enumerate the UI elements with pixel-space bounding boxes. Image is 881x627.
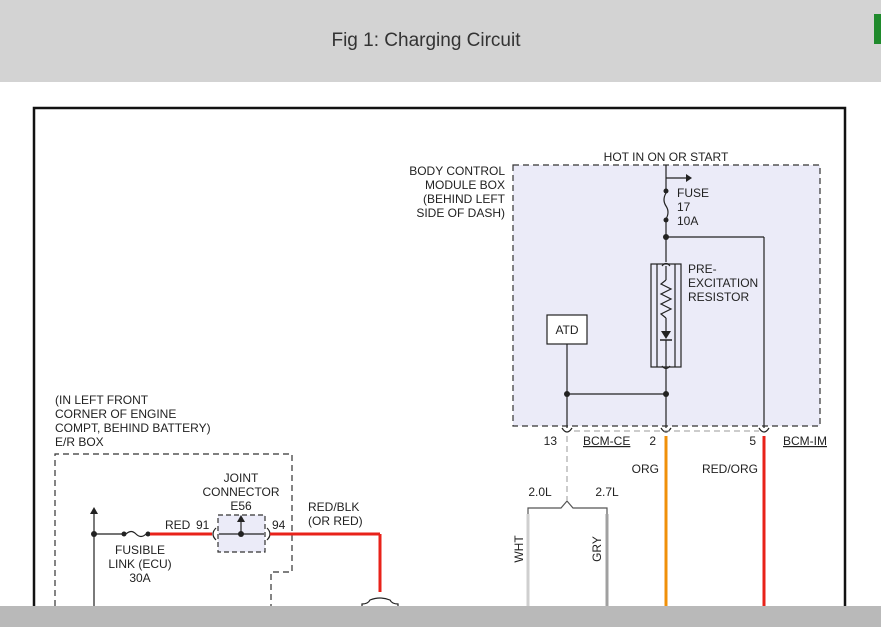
red-org-label: RED/ORG	[702, 462, 758, 476]
fuse-icon	[663, 192, 669, 220]
joint-label-3: E56	[230, 499, 252, 513]
fusible-link-icon	[125, 530, 147, 538]
resistor-label-1: PRE-	[688, 262, 717, 276]
gry-label: GRY	[590, 536, 604, 562]
fuse-label-3: 10A	[677, 214, 698, 228]
fuse-label-2: 17	[677, 200, 691, 214]
er-box	[54, 453, 293, 606]
resistor-label-2: EXCITATION	[688, 276, 758, 290]
bcm-ce-label: BCM-CE	[583, 434, 630, 448]
connector-5	[758, 427, 770, 433]
fusible-label-1: FUSIBLE	[115, 543, 165, 557]
atd-label: ATD	[555, 323, 578, 337]
er-box-line-2: CORNER OF ENGINE	[55, 407, 176, 421]
wht-label: WHT	[512, 535, 526, 563]
bcm-box-line-4: SIDE OF DASH)	[416, 206, 505, 220]
figure-title: Fig 1: Charging Circuit	[331, 30, 521, 51]
bcm-box-line-2: MODULE BOX	[425, 178, 505, 192]
resistor-label-3: RESISTOR	[688, 290, 749, 304]
figure-header: Fig 1: Charging Circuit	[0, 0, 881, 82]
er-box-line-3: COMPT, BEHIND BATTERY)	[55, 421, 211, 435]
fusible-label-2: LINK (ECU)	[108, 557, 171, 571]
fusible-label-3: 30A	[129, 571, 150, 585]
ground-connector	[361, 597, 399, 606]
atd-box	[546, 314, 588, 345]
resistor-icon	[659, 279, 673, 319]
side-tab[interactable]	[874, 14, 881, 44]
er-box-line-4: E/R BOX	[55, 435, 104, 449]
engine-2-0-label: 2.0L	[528, 485, 552, 499]
connector-2	[660, 427, 672, 433]
arrow-up-icon	[90, 507, 98, 514]
fuse-label-1: FUSE	[677, 186, 709, 200]
er-box-line-1: (IN LEFT FRONT	[55, 393, 149, 407]
joint-label-2: CONNECTOR	[202, 485, 279, 499]
connector-13	[561, 427, 573, 433]
bcm-im-label: BCM-IM	[783, 434, 827, 448]
diode-icon	[661, 331, 671, 339]
engine-2-7-label: 2.7L	[595, 485, 619, 499]
bottom-scroll-bar[interactable]	[0, 606, 881, 627]
red-blk-label-1: RED/BLK	[308, 500, 359, 514]
arrow-right-icon	[686, 174, 692, 182]
pin-94-label: 94	[272, 518, 286, 532]
pin-91-label: 91	[196, 518, 210, 532]
org-label: ORG	[632, 462, 659, 476]
pin-5-label: 5	[749, 434, 756, 448]
joint-label-1: JOINT	[224, 471, 259, 485]
bcm-box-line-1: BODY CONTROL	[409, 164, 505, 178]
pin-13-label: 13	[544, 434, 558, 448]
red-blk-label-2: (OR RED)	[308, 514, 363, 528]
bcm-box-line-3: (BEHIND LEFT	[423, 192, 506, 206]
diagram-frame	[32, 106, 847, 627]
pin-2-label: 2	[649, 434, 656, 448]
red-label: RED	[165, 518, 191, 532]
hot-label: HOT IN ON OR START	[604, 150, 729, 164]
